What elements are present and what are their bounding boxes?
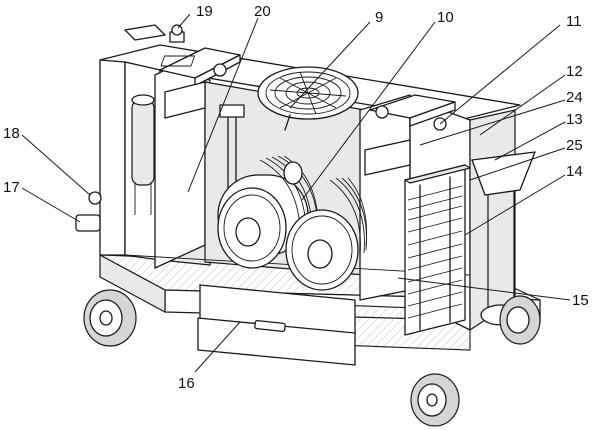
- label-18: 18: [3, 125, 20, 142]
- left-tank: [131, 94, 155, 215]
- nozzle-blocks: [164, 81, 411, 176]
- filter-roll-left: [217, 155, 319, 269]
- valve-top-left: [213, 63, 227, 77]
- top-cover-right: [369, 94, 456, 127]
- label-15: 15: [572, 292, 589, 309]
- wheel-front-left: [83, 289, 137, 347]
- label-16: 16: [178, 375, 195, 392]
- heat-exchanger: [404, 164, 471, 336]
- label-11: 11: [566, 13, 582, 30]
- label-20: 20: [254, 3, 271, 20]
- label-9: 9: [375, 9, 383, 26]
- label-19: 19: [196, 3, 213, 20]
- label-24: 24: [566, 89, 583, 106]
- filter-roll-right: [285, 177, 368, 291]
- label-10: 10: [437, 9, 454, 26]
- small-box-top-left: [124, 24, 166, 41]
- label-12: 12: [566, 63, 583, 80]
- valve-19: [169, 24, 185, 43]
- label-13: 13: [566, 111, 583, 128]
- label-14: 14: [566, 163, 583, 180]
- leader-lines: [21, 13, 571, 373]
- label-17: 17: [3, 179, 20, 196]
- label-25: 25: [566, 137, 583, 154]
- drawer: [197, 284, 356, 366]
- fan: [257, 66, 359, 131]
- wheel-back-right: [499, 295, 541, 345]
- wheel-front-right: [410, 373, 460, 427]
- valve-17-18: [75, 191, 102, 232]
- callout-labels: 19 20 9 10 11 12 24 13 25 14 15 16 18 17: [3, 3, 589, 392]
